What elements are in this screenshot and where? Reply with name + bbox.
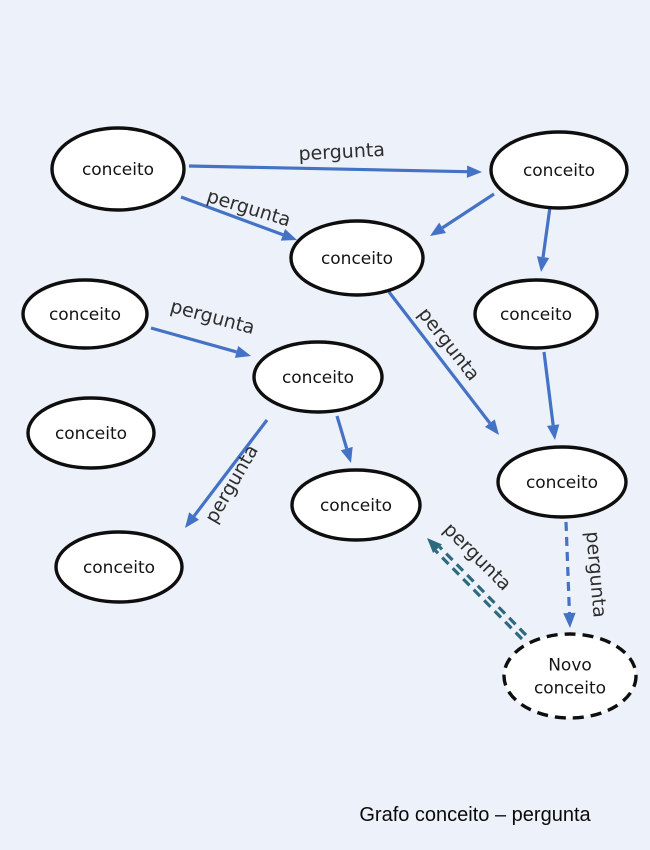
- ellipse: [496, 445, 628, 519]
- pergunta-label: pergunta: [168, 295, 257, 339]
- ellipse: [473, 278, 599, 350]
- arrowhead: [466, 165, 482, 178]
- node-label: conceito: [83, 558, 155, 578]
- node-conceito-5: conceito: [21, 278, 149, 350]
- diagram-caption: Grafo conceito – pergunta: [359, 804, 591, 826]
- arrowhead: [536, 256, 550, 272]
- arrowhead: [340, 446, 353, 463]
- edge-conceito-1-to-conceito-3: [180, 195, 297, 241]
- edge-conceito-5-to-conceito-6: [150, 326, 251, 358]
- ellipse: [489, 130, 629, 210]
- node-conceito-7: conceito: [26, 396, 156, 470]
- node-conceito-10: conceito: [54, 530, 184, 604]
- pergunta-label: pergunta: [581, 530, 610, 618]
- dashed-ellipse: [502, 632, 638, 720]
- node-label: conceito: [49, 305, 121, 325]
- node-conceito-8: conceito: [290, 468, 422, 542]
- node-label: conceito: [526, 473, 598, 493]
- node-label: conceito: [320, 496, 392, 516]
- ellipse: [290, 468, 422, 542]
- node-conceito-4: conceito: [473, 278, 599, 350]
- edge-conceito-4-to-conceito-9: [542, 351, 560, 440]
- node-label: conceito: [500, 305, 572, 325]
- edge-novo-conceito-to-conceito-8: [427, 538, 528, 641]
- arrowhead: [563, 612, 576, 628]
- ellipse: [26, 396, 156, 470]
- arrowhead: [185, 512, 200, 528]
- node-label: conceito: [282, 368, 354, 388]
- ellipse: [54, 530, 184, 604]
- arrowhead: [484, 419, 499, 435]
- edge-conceito-2-to-conceito-3: [430, 192, 495, 236]
- pergunta-label: pergunta: [204, 185, 293, 231]
- node-conceito-6: conceito: [252, 340, 384, 414]
- arrowhead: [280, 228, 297, 241]
- arrowhead: [234, 345, 251, 358]
- edge-conceito-3-to-conceito-9: [387, 291, 499, 435]
- ellipse: [252, 340, 384, 414]
- node-conceito-2: conceito: [489, 130, 629, 210]
- node-label: conceito: [55, 424, 127, 444]
- pergunta-label: pergunta: [298, 139, 386, 165]
- arrowhead: [427, 538, 442, 554]
- arrowhead: [546, 424, 560, 440]
- edge-conceito-6-to-conceito-10: [185, 419, 269, 528]
- node-conceito-3: conceito: [289, 219, 425, 297]
- node-conceito-9: conceito: [496, 445, 628, 519]
- node-label: conceito: [82, 160, 154, 180]
- edge-conceito-9-to-novo-conceito: [563, 521, 576, 628]
- edge-conceito-2-to-conceito-4: [536, 206, 552, 272]
- node-label: conceito: [523, 161, 595, 181]
- node-conceito-1: conceito: [50, 126, 186, 212]
- ellipse: [21, 278, 149, 350]
- pergunta-label: pergunta: [201, 441, 263, 527]
- edge-conceito-1-to-conceito-2: [188, 164, 482, 178]
- ellipse: [289, 219, 425, 297]
- arrowhead: [430, 222, 446, 236]
- node-label: conceito: [321, 249, 393, 269]
- edge-conceito-6-to-conceito-8: [335, 415, 353, 463]
- ellipse: [50, 126, 186, 212]
